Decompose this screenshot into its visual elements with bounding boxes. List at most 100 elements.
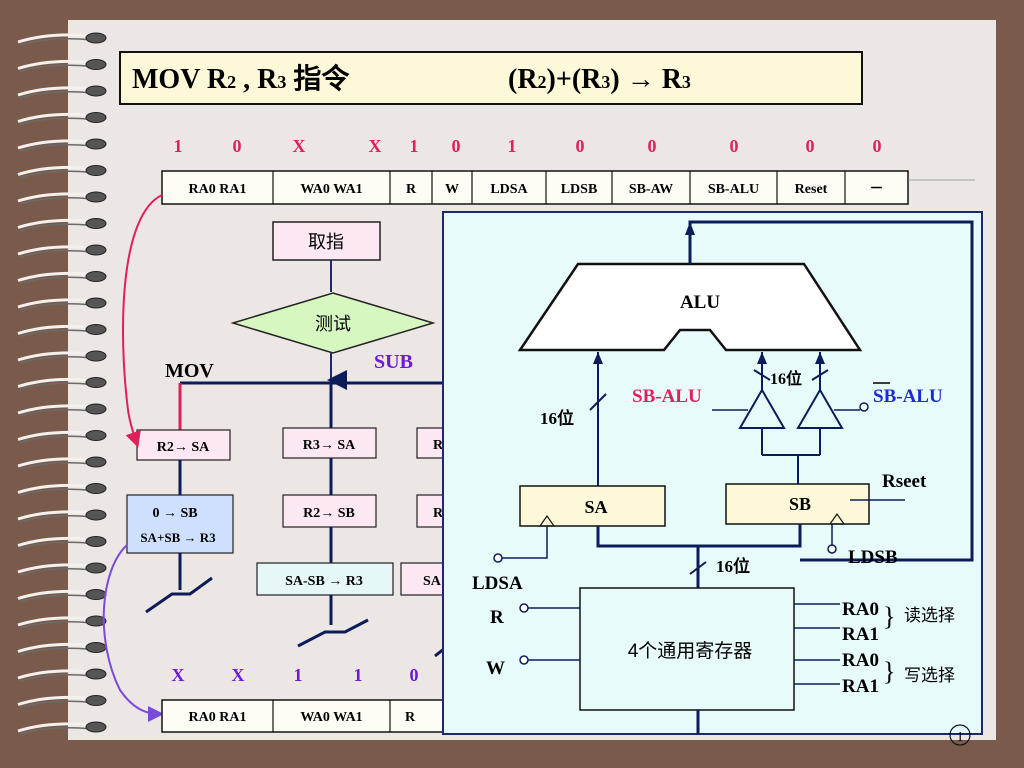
binding-hole [85,59,107,70]
title-expression: (R2)+(R3) → R3 [508,64,691,95]
binding-hole [85,589,107,600]
read-select-label: 读选择 [904,606,955,625]
binding-hole [85,430,107,441]
bits16-c-label: 16位 [716,556,750,576]
spiral-ring-shadow [19,541,93,550]
test-label: 测试 [315,314,351,334]
brace-write: } [883,657,895,686]
sub-step1-box [282,427,377,459]
register-file-label: 4个通用寄存器 [628,640,753,662]
mov-step2-box [126,494,234,554]
top-bit: 0 [730,136,739,156]
spiral-ring [17,430,93,441]
binding-hole [85,271,107,282]
control-field-label: LDSA [490,182,528,197]
arrowhead [593,352,603,364]
top-bit: 1 [410,136,419,156]
partial-box-3 [400,562,448,596]
mov-step2-line2: SA+SB → R3 [140,530,216,545]
spiral-ring-shadow [19,170,93,179]
spiral-binding [17,32,107,735]
spiral-ring-shadow [19,647,93,656]
binding-hole [85,668,107,680]
binding-hole [85,615,107,627]
ra0-read-label: RA0 [842,599,879,620]
partial-label-2: R [433,506,444,521]
sub-step3-box [256,562,394,596]
r-label: R [490,607,504,628]
bottom-bit: 1 [354,665,363,685]
spiral-ring-shadow [19,64,93,73]
control-field-label: RA0 RA1 [189,182,247,197]
top-bit: 1 [174,136,183,156]
mov-step1-box [136,429,231,461]
top-bit: 0 [576,136,585,156]
spiral-ring-shadow [19,621,93,629]
top-bit: 0 [452,136,461,156]
bottom-field-label: WA0 WA1 [300,710,362,725]
spiral-ring [17,86,93,97]
write-select-label: 写选择 [904,666,955,685]
binding-hole [85,403,107,415]
control-field-label: SB-ALU [708,182,759,197]
spiral-ring [17,536,93,547]
control-terminal [519,655,529,665]
spiral-ring-shadow [19,515,93,523]
spiral-ring [17,351,93,362]
sub-label: SUB [374,351,413,373]
spiral-ring [17,616,93,627]
binding-hole [85,165,107,176]
top-bit: X [293,136,306,156]
spiral-ring [17,377,93,388]
spiral-ring-shadow [19,594,93,603]
bottom-bit: X [232,665,245,685]
spiral-ring [17,271,93,282]
binding-hole [85,721,107,733]
ra0-write-label: RA0 [842,650,879,671]
binding-hole [85,32,107,44]
clock-marker [828,512,846,525]
test-diamond [230,292,436,354]
ldsa-label: LDSA [472,573,523,594]
control-field-label: － [870,182,884,197]
control-field-label: LDSB [561,182,598,197]
spiral-ring [17,563,93,574]
binding-hole [85,218,107,229]
register-file [579,587,795,711]
control-field-label: WA0 WA1 [300,182,362,197]
sb-label: SB [789,494,811,514]
top-bit: 0 [648,136,657,156]
arrowhead [757,352,767,364]
binding-hole [85,112,107,123]
spiral-ring [17,165,93,176]
control-terminal [859,402,869,412]
spiral-ring [17,112,93,123]
spiral-ring [17,669,93,680]
sub-step2-label: R2→ SB [303,506,355,521]
sa-label: SA [584,497,607,517]
bits16-a-label: 16位 [540,408,574,428]
ra1-write-label: RA1 [842,676,879,697]
spiral-ring [17,59,93,70]
flow-terminal [297,618,369,648]
spiral-ring [17,33,93,44]
fetch-box [272,221,381,261]
spiral-ring [17,483,93,494]
binding-hole [85,562,107,574]
control-line [502,526,548,559]
spiral-ring [17,722,93,733]
spiral-ring-shadow [19,223,93,232]
page-number-circle [949,724,971,746]
flow-terminal [145,576,213,614]
binding-hole [85,642,107,653]
control-terminal [827,544,837,554]
field-row-border [161,170,909,205]
spiral-ring [17,245,93,256]
spiral-ring [17,139,93,150]
spiral-ring [17,510,93,521]
sb-register [725,483,870,525]
ldsb-label: LDSB [848,547,898,568]
